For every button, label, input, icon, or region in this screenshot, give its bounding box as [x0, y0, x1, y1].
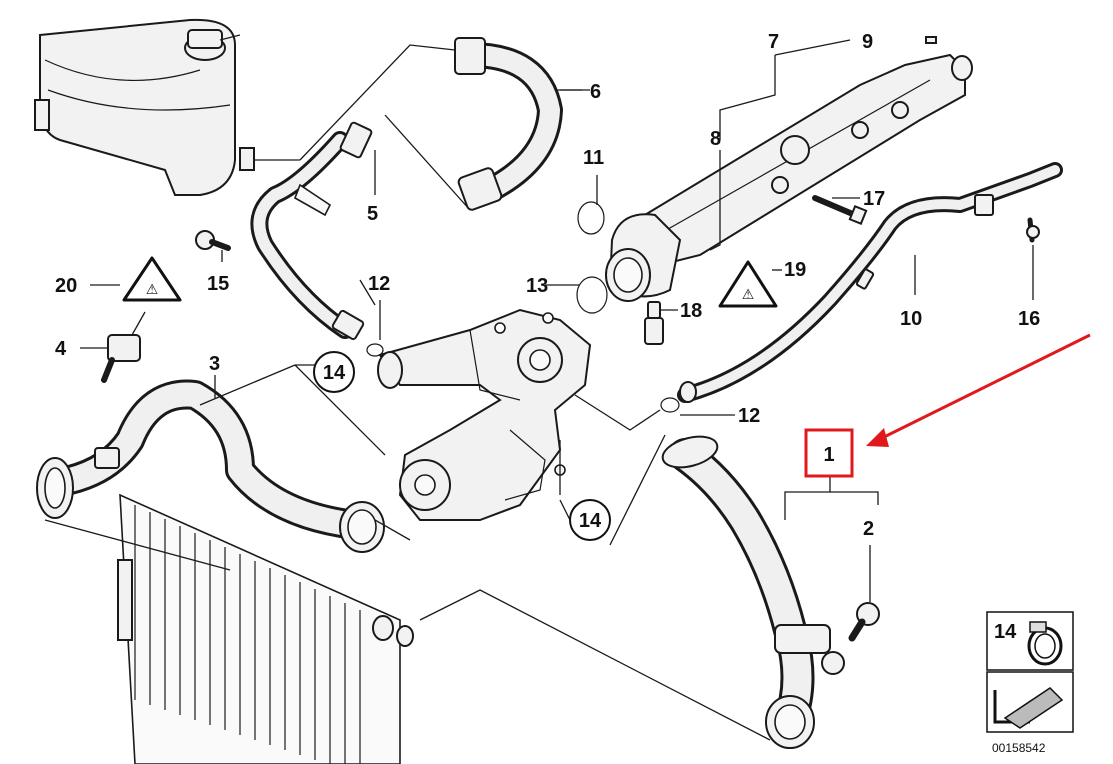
sensor-4 — [101, 334, 141, 383]
callout-12: 12 — [368, 273, 390, 295]
hose-5 — [250, 121, 376, 341]
warning-triangle-icon: ⚠ — [718, 260, 778, 308]
red-arrowhead — [866, 428, 889, 447]
legend-box-label: 14 — [994, 621, 1017, 643]
bolt-17 — [812, 195, 868, 226]
callout-5: 5 — [367, 203, 378, 225]
return-arrow-icon — [993, 687, 1064, 729]
expansion-tank — [34, 18, 300, 196]
hose-clamp-icon — [1027, 621, 1063, 666]
callout-12: 12 — [738, 405, 760, 427]
callout-18: 18 — [680, 300, 702, 322]
svg-text:⚠: ⚠ — [146, 282, 159, 298]
callout-14: 14 — [323, 362, 346, 384]
hose-3 — [36, 379, 385, 553]
callout-1: 1 — [823, 444, 834, 466]
callout-4: 4 — [55, 338, 67, 360]
highlighted-callout: 1 — [804, 333, 1091, 478]
callout-3: 3 — [209, 353, 220, 375]
callout-19: 19 — [784, 259, 806, 281]
callout-6: 6 — [590, 81, 601, 103]
callout-11: 11 — [583, 147, 604, 169]
callout-17: 17 — [863, 188, 885, 210]
bolt-16 — [1026, 217, 1040, 243]
warning-triangle-icon: ⚠ — [122, 256, 182, 302]
bolt-15 — [195, 230, 231, 251]
water-pump — [377, 308, 592, 521]
clamp-legend-box: 14 — [986, 611, 1074, 671]
callout-16: 16 — [1018, 308, 1040, 330]
callout-13: 13 — [526, 275, 548, 297]
diagram-reference-number: 00158542 — [992, 741, 1046, 755]
callout-2: 2 — [863, 518, 874, 540]
callout-20: 20 — [55, 275, 77, 297]
callout-8: 8 — [710, 128, 721, 150]
coolant-pipe-10 — [677, 162, 1063, 403]
callout-7: 7 — [768, 31, 779, 53]
hose-1 — [661, 435, 845, 749]
callout-15: 15 — [207, 273, 229, 295]
svg-text:⚠: ⚠ — [742, 287, 755, 303]
callout-9: 9 — [862, 31, 873, 53]
temp-sensor-18 — [644, 301, 664, 345]
radiator — [117, 493, 414, 764]
return-legend-box — [986, 671, 1074, 733]
bleed-screw-2 — [848, 602, 880, 642]
callout-14: 14 — [579, 510, 602, 532]
coolant-pipe-7 — [605, 53, 973, 302]
callout-10: 10 — [900, 308, 922, 330]
hose-6 — [454, 37, 582, 211]
